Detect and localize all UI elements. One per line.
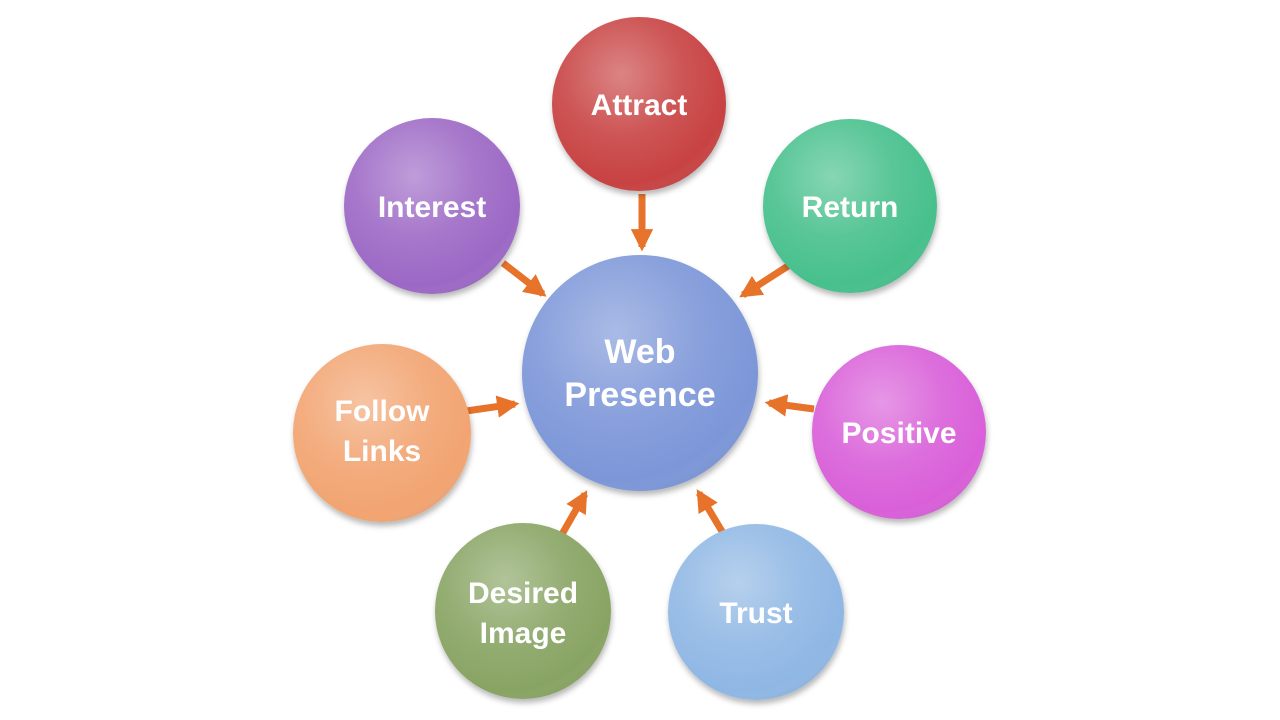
node-circle-shine [344, 118, 520, 294]
node-label-line: Trust [719, 597, 792, 630]
arrow-positive-to-center [764, 394, 815, 417]
node-follow-links: Follow Links [293, 344, 471, 522]
node-circle-shine [522, 255, 758, 491]
node-label-line: Attract [591, 89, 688, 122]
node-label-line: Presence [564, 376, 715, 414]
node-label-line: Interest [378, 191, 486, 224]
arrow-trust-to-center [695, 489, 727, 535]
node-label-line: Follow [335, 395, 431, 428]
node-label-line: Web [604, 333, 675, 371]
node-return: Return [763, 119, 937, 293]
node-label-line: Image [480, 617, 567, 650]
node-label-line: Positive [841, 417, 956, 450]
arrow-desired-image-to-center [557, 490, 589, 538]
node-positive: Positive [812, 345, 986, 519]
node-circle-shine [668, 524, 844, 700]
node-web-presence: Web Presence [522, 255, 758, 491]
node-label-line: Return [802, 191, 899, 224]
node-attract: Attract [552, 17, 726, 191]
arrow-return-to-center [739, 263, 790, 298]
node-trust: Trust [668, 524, 844, 700]
node-circle-shine [435, 523, 611, 699]
node-label-line: Desired [468, 577, 578, 610]
connector-arrows [465, 194, 815, 538]
node-circle-shine [763, 119, 937, 293]
node-circle-shine [812, 345, 986, 519]
arrow-interest-to-center [500, 260, 547, 297]
node-circle-shine [293, 344, 471, 522]
node-circle-shine [552, 17, 726, 191]
node-interest: Interest [344, 118, 520, 294]
node-label-line: Links [343, 435, 421, 468]
node-desired-image: Desired Image [435, 523, 611, 699]
arrow-follow-links-to-center [465, 395, 520, 418]
